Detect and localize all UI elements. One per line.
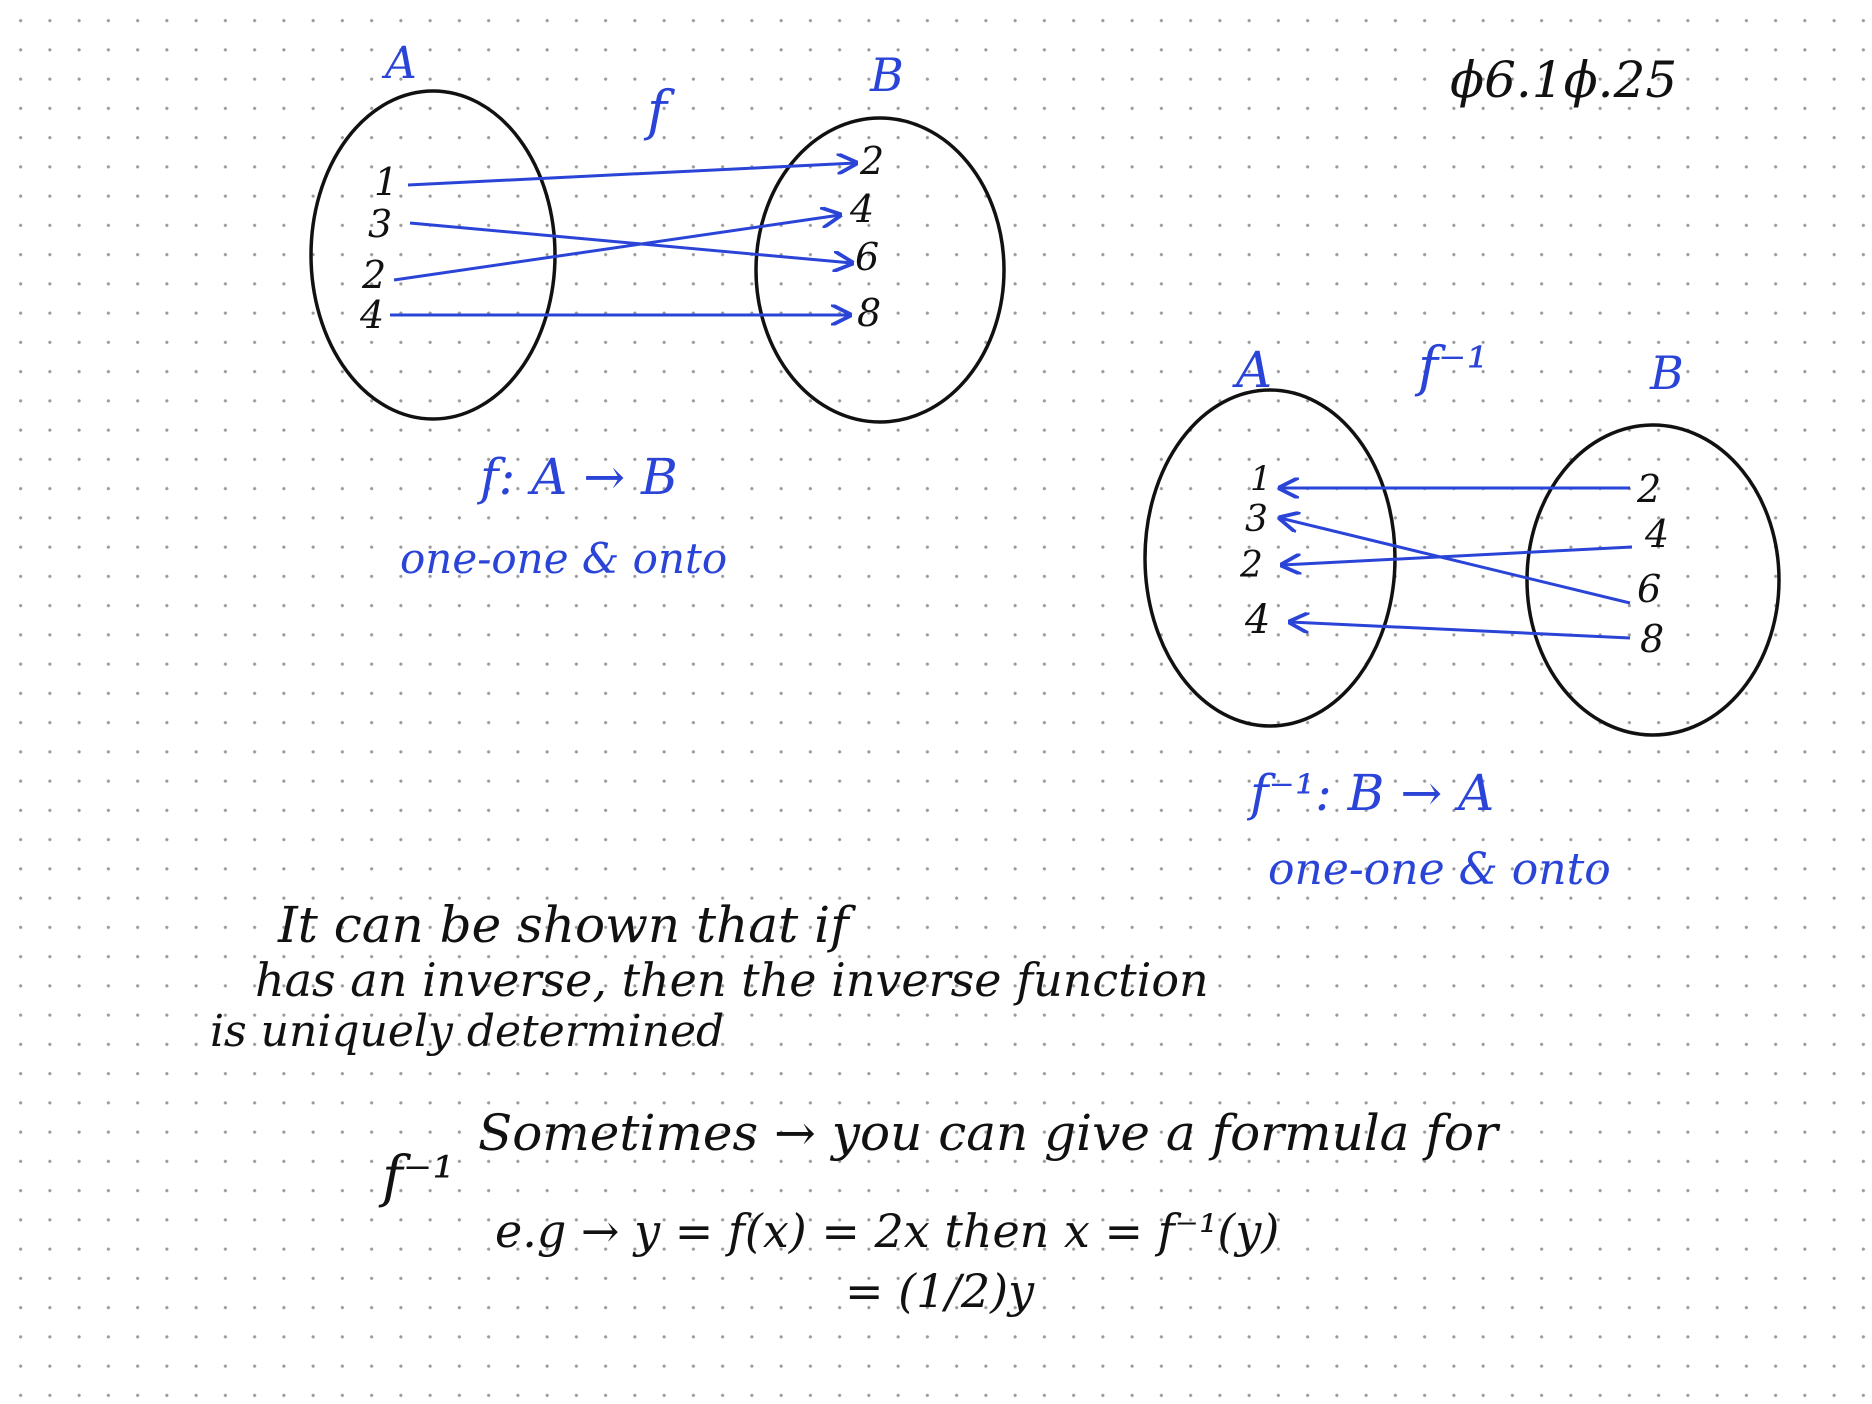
function-label-f-inverse: f⁻¹ <box>1418 335 1489 398</box>
domain-element: 2 <box>362 253 387 297</box>
property-caption-2: one-one & onto <box>1268 844 1611 895</box>
date-note: ϕ6.1ϕ.25 <box>1450 51 1678 109</box>
mapping-caption-1: f: A → B <box>480 448 678 506</box>
domain-element: 3 <box>368 202 393 246</box>
note-line-2: has an inverse, then the inverse functio… <box>255 953 1209 1007</box>
note-line-3: is uniquely determined <box>210 1006 725 1057</box>
codomain-element: 6 <box>1637 567 1662 611</box>
set-a-label-1: A <box>385 38 417 89</box>
domain-element: 4 <box>1245 597 1271 643</box>
domain-element: 1 <box>1250 459 1272 499</box>
function-label-f: f <box>647 79 667 142</box>
codomain-element: 2 <box>860 139 885 183</box>
arrow-2-to-4 <box>393 215 840 282</box>
property-caption-1: one-one & onto <box>400 534 728 583</box>
arrow-1-to-2 <box>407 163 856 187</box>
set-a-oval-1 <box>309 89 557 421</box>
set-b-oval-1 <box>754 116 1006 424</box>
domain-element: 4 <box>360 293 385 337</box>
set-b-label-2: B <box>1650 346 1684 400</box>
codomain-element: 8 <box>1640 617 1665 661</box>
set-b-label-1: B <box>870 48 904 102</box>
inverse-arrow-4-to-2 <box>1282 545 1633 565</box>
inverse-arrow-6-to-3 <box>1280 518 1631 605</box>
codomain-element: 6 <box>855 235 880 279</box>
note-line-4: Sometimes → you can give a formula for <box>478 1104 1498 1162</box>
arrow-3-to-6 <box>409 221 852 263</box>
codomain-element: 4 <box>850 187 875 231</box>
set-a-label-2: A <box>1236 341 1273 399</box>
codomain-element: 8 <box>857 291 882 335</box>
note-line-1: It can be shown that if <box>278 896 849 954</box>
set-a-oval-2 <box>1143 388 1397 728</box>
domain-element: 2 <box>1240 545 1263 586</box>
codomain-element: 4 <box>1645 512 1670 556</box>
set-b-oval-2 <box>1525 423 1781 737</box>
domain-element: 1 <box>374 160 399 204</box>
note-line-6: = (1/2)y <box>845 1264 1035 1318</box>
inverse-arrow-8-to-4 <box>1290 622 1631 640</box>
codomain-element: 2 <box>1637 467 1662 511</box>
mapping-caption-2: f⁻¹: B → A <box>1250 764 1495 822</box>
note-f-inverse: f⁻¹ <box>382 1145 455 1210</box>
note-line-5: e.g → y = f(x) = 2x then x = f⁻¹(y) <box>495 1204 1280 1258</box>
domain-element: 3 <box>1245 499 1268 540</box>
